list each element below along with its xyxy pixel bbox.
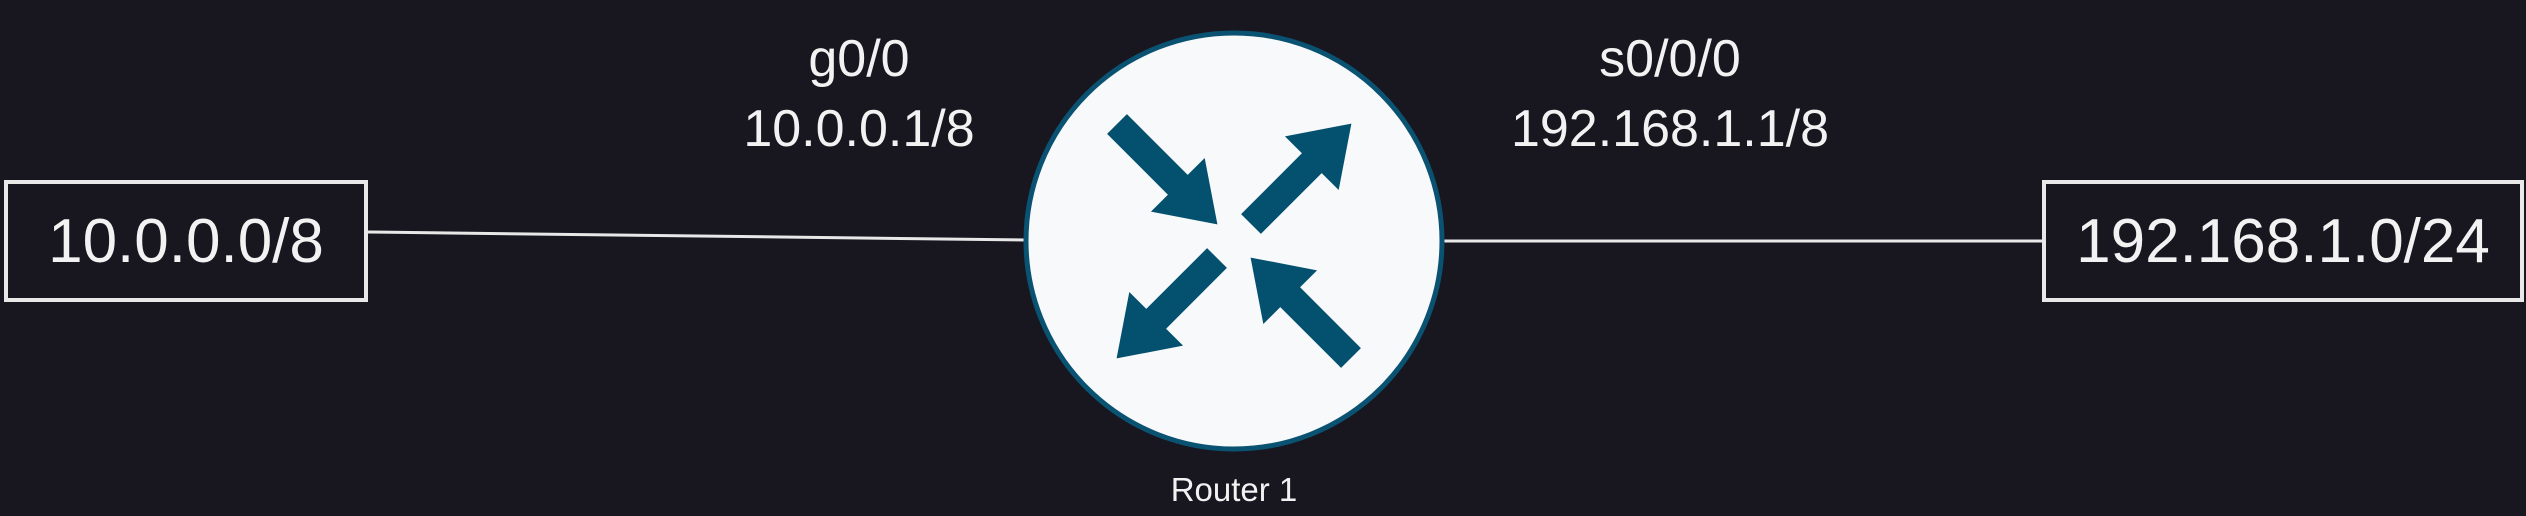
router-label: Router 1 <box>1170 471 1298 508</box>
interface-left-address: 10.0.0.1/8 <box>743 100 975 158</box>
interface-left-name: g0/0 <box>808 30 910 88</box>
interface-right-name: s0/0/0 <box>1599 30 1741 88</box>
network-right[interactable]: 192.168.1.0/24 <box>2042 180 2524 302</box>
interface-right-address: 192.168.1.1/8 <box>1510 100 1830 158</box>
interface-left-label: g0/0 10.0.0.1/8 <box>743 24 974 164</box>
router-icon[interactable] <box>1023 30 1445 452</box>
arrow-in-bottom-right-icon <box>1250 257 1361 368</box>
arrow-out-top-right-icon <box>1241 123 1352 234</box>
arrow-out-bottom-left-icon <box>1116 248 1227 359</box>
network-right-label: 192.168.1.0/24 <box>2076 206 2490 276</box>
link-left <box>366 230 1028 242</box>
arrow-in-top-left-icon <box>1107 114 1218 225</box>
interface-right-label: s0/0/0 192.168.1.1/8 <box>1511 24 1829 164</box>
network-left-label: 10.0.0.0/8 <box>48 206 324 276</box>
network-left[interactable]: 10.0.0.0/8 <box>4 180 368 302</box>
